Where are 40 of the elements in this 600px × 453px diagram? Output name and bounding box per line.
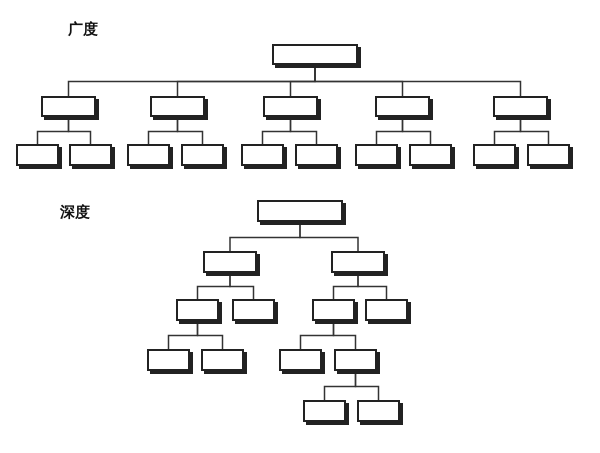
connector-line [299,222,359,251]
empty-box [334,349,377,371]
empty-box [257,200,343,222]
empty-box [147,349,190,371]
empty-box [203,251,257,273]
empty-box [375,96,430,117]
empty-box [176,299,219,321]
empty-box [312,299,355,321]
empty-box [41,96,96,117]
connector-line [332,321,356,349]
connector-line [357,273,388,299]
empty-box [201,349,244,371]
section-heading: 广度 [68,20,98,39]
empty-box [16,144,59,166]
empty-box [355,144,398,166]
empty-box [263,96,318,117]
connector-line [68,117,92,144]
connector-line [196,321,224,349]
empty-box [357,400,400,422]
empty-box [279,349,322,371]
connector-line [176,117,204,144]
connector-line [354,371,380,400]
connector-line [229,273,254,299]
empty-box [241,144,284,166]
empty-box [473,144,516,166]
empty-box [127,144,170,166]
empty-box [303,400,346,422]
empty-box [409,144,452,166]
empty-box [365,299,408,321]
empty-box [232,299,275,321]
empty-box [527,144,570,166]
connector-line [314,65,522,96]
empty-box [272,44,358,65]
empty-box [181,144,224,166]
empty-box [331,251,385,273]
section-heading: 深度 [60,203,90,222]
empty-box [150,96,205,117]
empty-box [69,144,112,166]
empty-box [295,144,338,166]
empty-box [493,96,548,117]
